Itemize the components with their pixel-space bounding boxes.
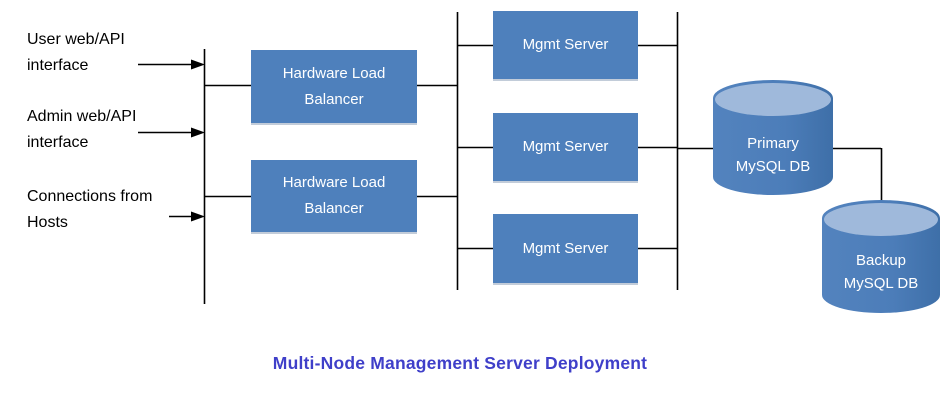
input-label-user-web-api: User web/API interface — [27, 31, 125, 74]
database-cylinder-icon — [713, 80, 833, 195]
arrowhead-icon — [191, 211, 205, 222]
input-label-admin-web-api: Admin web/API interface — [27, 108, 137, 151]
arrow-host-connections — [169, 211, 205, 222]
primary-mysql-db-cylinder: Primary MySQL DB — [713, 80, 833, 195]
load-balancer-1-box: Hardware Load Balancer — [251, 50, 417, 123]
input-label-connections-from-hosts: Connections from Hosts — [27, 188, 153, 231]
arrowhead-icon — [191, 59, 205, 70]
backup-mysql-db-cylinder: Backup MySQL DB — [822, 200, 940, 313]
arrow-admin-interface — [138, 127, 205, 138]
arrowhead-icon — [191, 127, 205, 138]
arrow-user-interface — [138, 59, 205, 70]
mgmt-server-2-box: Mgmt Server — [493, 113, 638, 181]
bus-lines — [203, 12, 679, 304]
database-cylinder-icon — [822, 200, 940, 313]
diagram-title: Multi-Node Management Server Deployment — [272, 353, 648, 373]
primary-db-label: Primary MySQL DB — [735, 135, 811, 175]
mgmt-server-1-box: Mgmt Server — [493, 11, 638, 79]
backup-db-label: Backup MySQL DB — [843, 252, 919, 292]
load-balancer-2-box: Hardware Load Balancer — [251, 160, 417, 232]
mgmt-server-3-box: Mgmt Server — [493, 214, 638, 283]
horizontal-connectors — [204, 44, 883, 250]
input-arrows — [138, 59, 205, 222]
